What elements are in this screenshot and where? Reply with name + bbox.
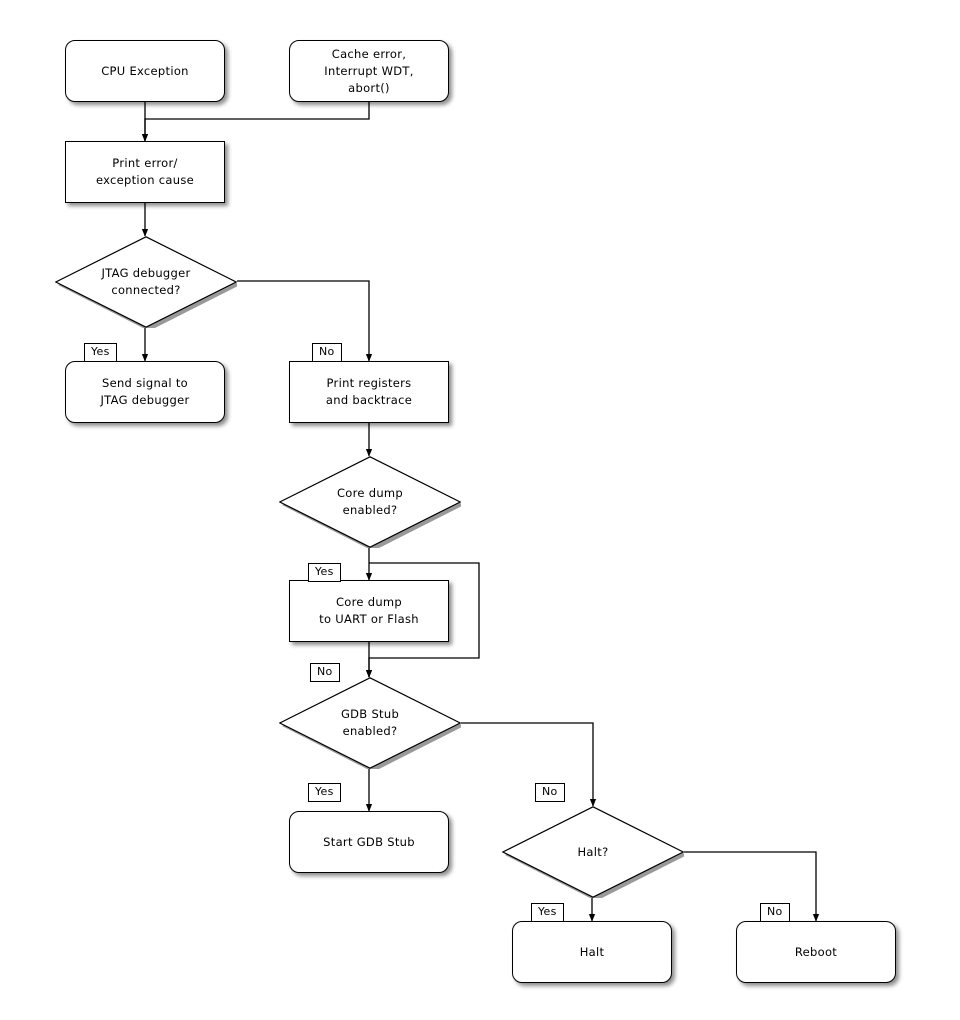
node-label: Print error/ exception cause [95,156,195,187]
edge-label-coredump-no: No [310,663,340,682]
edge-halt-no-edge [684,851,820,922]
node-label: Print registers and backtrace [325,376,413,407]
edge-jtag-no-edge [237,280,373,362]
node-label: Halt [579,944,605,959]
node-label: Start GDB Stub [323,834,415,849]
edge-label-gdbstub-yes: Yes [308,783,341,802]
decision-core-dump-enabled[interactable]: Core dump enabled? [279,456,461,548]
node-label: Reboot [794,944,838,959]
node-halt[interactable]: Halt [512,921,672,983]
decision-label: GDB Stub enabled? [340,707,400,738]
edge-label-jtag-yes: Yes [84,343,117,362]
node-label: Send signal to JTAG debugger [100,376,190,407]
node-start-gdb-stub[interactable]: Start GDB Stub [289,811,449,873]
node-print-registers[interactable]: Print registers and backtrace [289,361,449,423]
node-label: Core dump to UART or Flash [319,595,419,626]
node-reboot[interactable]: Reboot [736,921,896,983]
decision-label: JTAG debugger connected? [101,266,191,297]
node-core-dump[interactable]: Core dump to UART or Flash [289,580,449,642]
edge-label-gdbstub-no: No [535,783,565,802]
edge-label-coredump-yes: Yes [308,563,341,582]
decision-jtag-connected[interactable]: JTAG debugger connected? [55,236,237,328]
node-label: Cache error, Interrupt WDT, abort() [324,46,414,95]
edge-label-jtag-no: No [312,343,342,362]
decision-shape [55,236,237,328]
node-cpu-exception[interactable]: CPU Exception [65,40,225,102]
node-send-signal[interactable]: Send signal to JTAG debugger [65,361,225,423]
decision-halt-decision[interactable]: Halt? [502,806,684,898]
node-print-error[interactable]: Print error/ exception cause [65,141,225,203]
node-label: CPU Exception [101,63,189,78]
decision-label: Halt? [577,844,609,859]
decision-shape [279,456,461,548]
decision-gdb-stub-enabled[interactable]: GDB Stub enabled? [279,677,461,769]
node-cache-error[interactable]: Cache error, Interrupt WDT, abort() [289,40,449,102]
edge-cache-to-print [141,102,370,142]
edge-label-halt-no: No [760,903,790,922]
edge-gdbstub-no-edge [461,722,597,807]
decision-shape [279,677,461,769]
decision-shape [502,806,684,898]
edge-label-halt-yes: Yes [531,903,564,922]
decision-label: Core dump enabled? [336,486,404,517]
